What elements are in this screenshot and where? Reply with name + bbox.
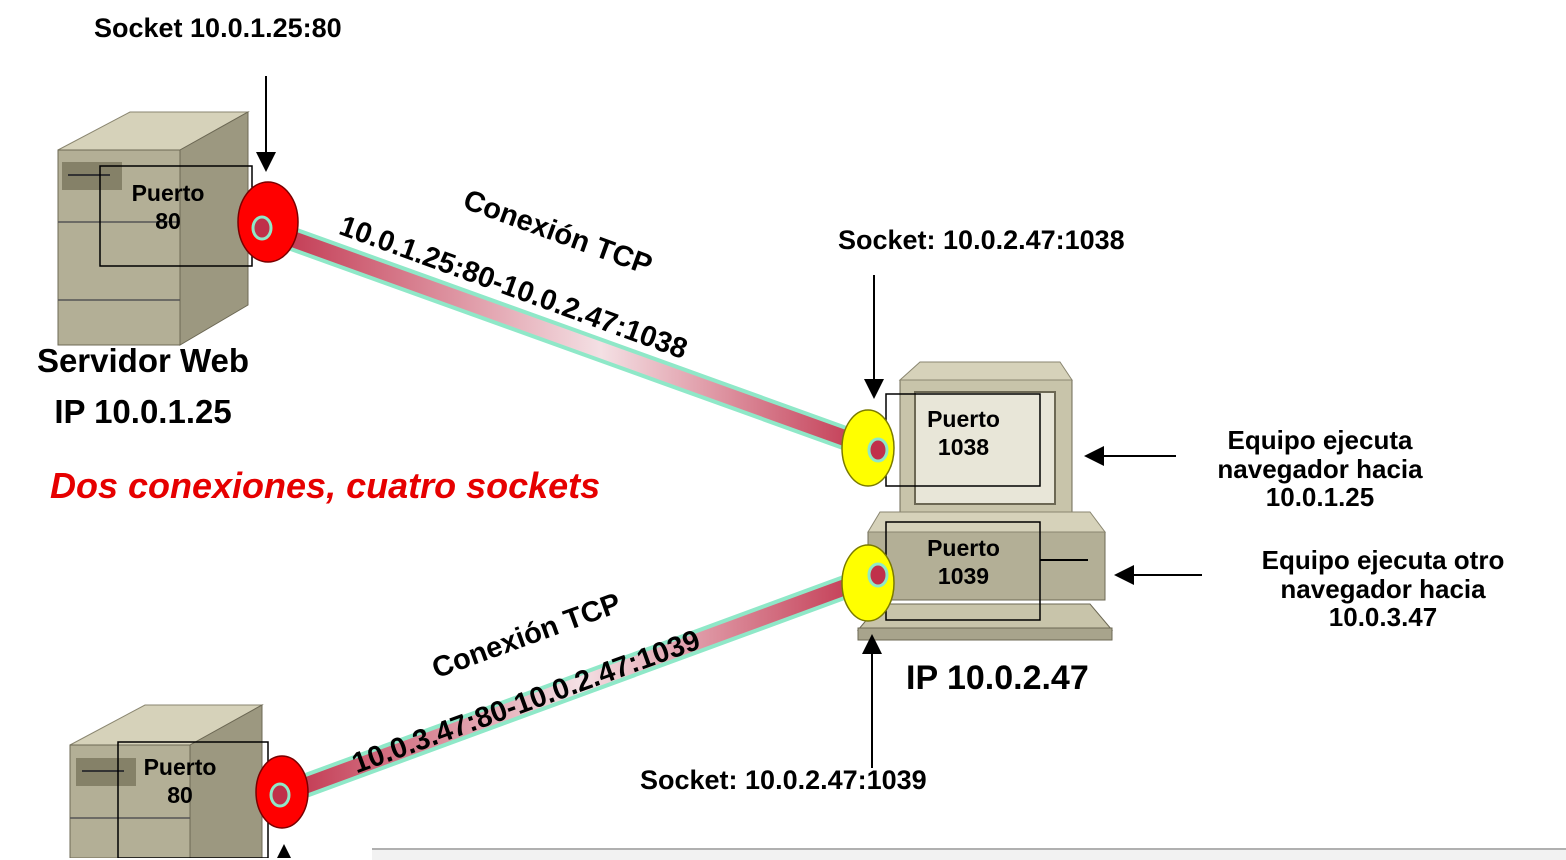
web-server-1-icon [57,111,253,346]
bottom-caption-bar [372,848,1566,860]
pipe-end-cap [867,437,889,463]
client-ip: IP 10.0.2.47 [906,659,1089,697]
server2-port-label: Puerto 80 [143,754,217,808]
server1-socket-label: Socket 10.0.1.25:80 [94,13,342,43]
client-socket-1039-label: Socket: 10.0.2.47:1039 [640,765,927,795]
server1-ip: IP 10.0.1.25 [54,393,232,430]
pipe-end-cap [269,782,291,808]
tcp-connection-1-pipe [250,216,890,462]
server1-name: Servidor Web [36,342,250,379]
server1-port-label: Puerto 80 [131,180,205,234]
client-note-browser-2: Equipo ejecuta otro navegador hacia 10.0… [1261,545,1505,633]
pipe-end-cap [867,562,889,588]
summary-heading: Dos conexiones, cuatro sockets [50,465,601,506]
client-note-browser-1: Equipo ejecuta navegador hacia 10.0.1.25 [1217,425,1423,513]
client-computer-icon [856,361,1114,641]
tcp-connection-2-pipe [268,563,890,807]
client-port-1038-label: Puerto 1038 [927,406,1000,460]
client-port-1039-label: Puerto 1039 [927,535,1000,589]
pipe-end-cap [251,215,273,241]
client-socket-1039-disc [841,544,895,622]
web-server-2-icon [69,704,269,858]
client-socket-1038-label: Socket: 10.0.2.47:1038 [838,225,1125,255]
